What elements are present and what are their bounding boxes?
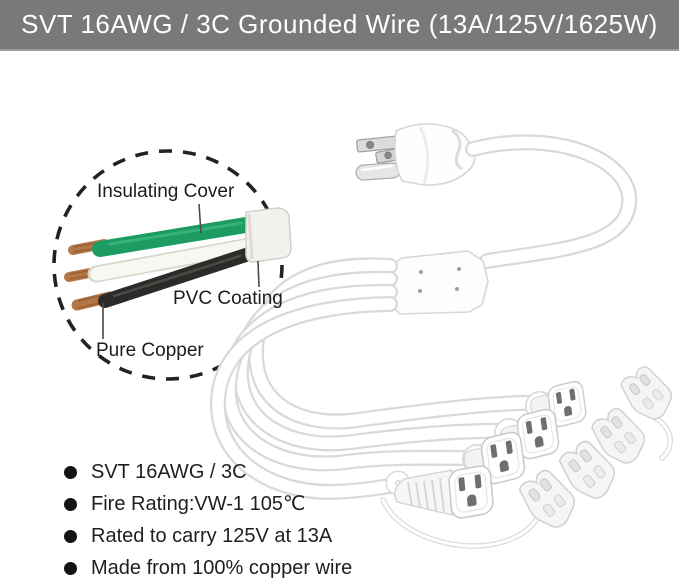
fan-cable-1 xyxy=(247,257,544,430)
wire-hot-black xyxy=(98,245,262,308)
feature-text: SVT 16AWG / 3C xyxy=(91,461,247,483)
leader-pvc-coating xyxy=(257,260,260,288)
feature-text: Fire Rating:VW-1 105℃ xyxy=(91,493,306,515)
feature-item: SVT 16AWG / 3C xyxy=(64,462,352,482)
outlet-strain-relief xyxy=(394,469,453,516)
fan-cable-3 xyxy=(220,283,481,472)
label-pure-copper: Pure Copper xyxy=(96,340,204,361)
header-banner: SVT 16AWG / 3C Grounded Wire (13A/125V/1… xyxy=(0,0,679,51)
bullet-icon xyxy=(64,465,77,479)
main-cable xyxy=(465,134,638,269)
inset-circle xyxy=(52,149,292,381)
bullet-icon xyxy=(64,497,77,511)
power-plug xyxy=(355,123,476,186)
cable-jacket-cutaway xyxy=(245,207,292,263)
wire-ground-green xyxy=(92,216,260,257)
feature-item: Rated to carry 125V at 13A xyxy=(64,526,352,546)
label-pvc-coating: PVC Coating xyxy=(173,288,283,309)
plug-prong-neutral xyxy=(356,135,400,153)
leader-insulating-cover xyxy=(198,203,202,234)
plug-body xyxy=(394,123,476,186)
feature-item: Made from 100% copper wire xyxy=(64,558,352,578)
plug-prong-ground xyxy=(355,162,401,181)
feature-text: Rated to carry 125V at 13A xyxy=(91,525,333,547)
feature-item: Fire Rating:VW-1 105℃ xyxy=(64,494,352,514)
fan-cable-2 xyxy=(232,270,513,452)
bullet-icon xyxy=(64,561,77,575)
fan-cable-4 xyxy=(210,296,404,500)
bullet-icon xyxy=(64,529,77,543)
wire-neutral-white xyxy=(87,236,264,283)
outlet-front-4 xyxy=(394,463,495,521)
feature-list: SVT 16AWG / 3C Fire Rating:VW-1 105℃ Rat… xyxy=(64,462,352,579)
plug-neck-ridge xyxy=(451,128,463,171)
splitter-hub xyxy=(388,250,489,315)
label-insulating-cover: Insulating Cover xyxy=(97,181,235,202)
header-title: SVT 16AWG / 3C Grounded Wire (13A/125V/1… xyxy=(21,9,658,39)
front-outlets xyxy=(394,378,588,521)
feature-text: Made from 100% copper wire xyxy=(91,557,353,579)
